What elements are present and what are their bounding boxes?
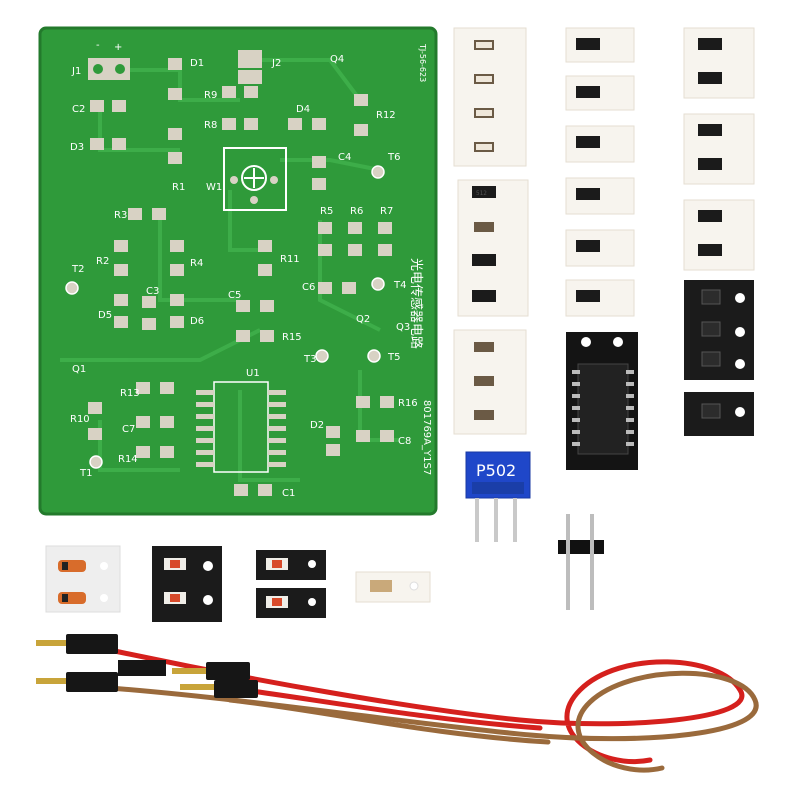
resistor-tape-column-1	[453, 27, 527, 167]
label-d2: D2	[310, 420, 324, 431]
diode-tape	[45, 545, 121, 613]
label-c3: C3	[146, 286, 159, 297]
label-c5: C5	[228, 290, 241, 301]
label-u1: U1	[246, 368, 260, 379]
pin-plus-label: +	[114, 42, 122, 53]
potentiometer-p502: P502	[465, 451, 531, 542]
capacitor-tape	[355, 571, 431, 603]
board-title-cn: 光电传感器电路	[408, 258, 424, 349]
jumper-connectors	[36, 634, 258, 698]
label-r12: R12	[376, 110, 396, 121]
connector-j1	[88, 58, 130, 80]
label-t1: T1	[79, 468, 92, 479]
label-c6: C6	[302, 282, 315, 293]
label-q3: Q3	[396, 322, 410, 333]
resistor-code: 512	[476, 190, 487, 197]
smd-pads	[88, 58, 394, 496]
label-d5: D5	[98, 310, 112, 321]
transistor-tape	[684, 280, 754, 436]
label-r14: R14	[118, 454, 138, 465]
label-r3: R3	[114, 210, 127, 221]
resistor-tape-column-2	[565, 27, 635, 317]
label-w1: W1	[206, 182, 222, 193]
potentiometer-footprint-w1	[223, 147, 287, 211]
board-code-top: TJ-56-623	[418, 43, 427, 82]
silkscreen-labels: - + J1 J2 D1 D3 D4 D5 D6 D2 C2 C3 C4 C5 …	[70, 40, 432, 499]
board-code-bottom: 801769A_Y1S7	[421, 400, 432, 475]
label-d3: D3	[70, 142, 84, 153]
resistor-tape-column-1b: 512	[457, 179, 529, 317]
label-q1: Q1	[72, 364, 86, 375]
label-r2: R2	[96, 256, 109, 267]
pin-header	[558, 514, 604, 610]
label-r15: R15	[282, 332, 302, 343]
label-q4: Q4	[330, 54, 344, 65]
label-j2: J2	[271, 58, 281, 69]
ic-footprint-u1	[196, 381, 286, 473]
label-r5: R5	[320, 206, 333, 217]
label-d6: D6	[190, 316, 204, 327]
label-t5: T5	[387, 352, 400, 363]
label-r7: R7	[380, 206, 393, 217]
resistor-tape-column-1c	[453, 329, 527, 435]
label-c7: C7	[122, 424, 135, 435]
label-c4: C4	[338, 152, 351, 163]
label-r9: R9	[204, 90, 217, 101]
label-d4: D4	[296, 104, 310, 115]
resistor-tape-column-3	[683, 27, 755, 271]
test-points	[65, 165, 385, 469]
label-r16: R16	[398, 398, 418, 409]
label-t3: T3	[303, 354, 316, 365]
label-c2: C2	[72, 104, 85, 115]
label-t4: T4	[393, 280, 406, 291]
label-r11: R11	[280, 254, 300, 265]
label-r10: R10	[70, 414, 90, 425]
label-r8: R8	[204, 120, 217, 131]
label-r6: R6	[350, 206, 363, 217]
ic-chip-tape	[566, 332, 638, 470]
pcb-board: - + J1 J2 D1 D3 D4 D5 D6 D2 C2 C3 C4 C5 …	[38, 26, 438, 516]
led-tape-2	[256, 550, 326, 618]
connector-j2	[238, 50, 262, 84]
led-tape-1	[152, 546, 222, 622]
label-r1: R1	[172, 182, 185, 193]
label-r4: R4	[190, 258, 203, 269]
label-t6: T6	[387, 152, 400, 163]
label-r13: R13	[120, 388, 140, 399]
pin-minus-label: -	[96, 40, 100, 51]
label-t2: T2	[71, 264, 84, 275]
label-c1: C1	[282, 488, 295, 499]
label-j1: J1	[71, 66, 81, 77]
label-q2: Q2	[356, 314, 370, 325]
pot-label: P502	[476, 461, 516, 480]
label-c8: C8	[398, 436, 411, 447]
jumper-wires	[107, 647, 759, 773]
label-d1: D1	[190, 58, 204, 69]
